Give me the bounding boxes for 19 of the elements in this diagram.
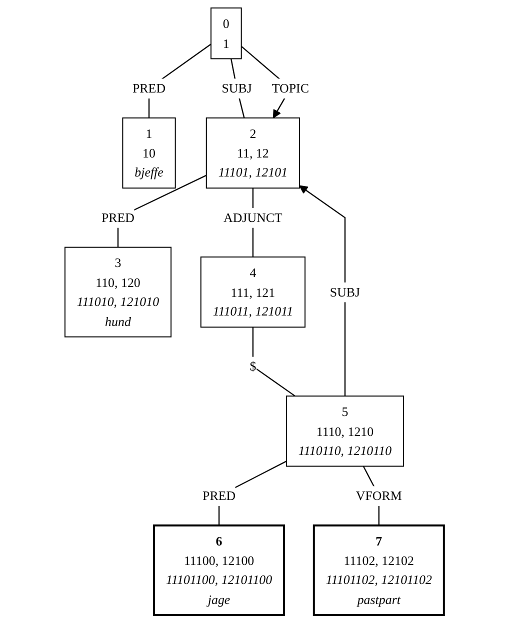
edge-label: SUBJ	[221, 80, 252, 96]
edge-label: PRED	[101, 210, 134, 225]
node-box: 5 1110, 1210 1110110, 1210110	[286, 396, 404, 467]
arrow	[298, 185, 346, 396]
node-box: 2 11, 12 11101, 12101	[205, 117, 300, 189]
node-box: 3 110, 120 111010, 121010 hund	[64, 246, 172, 338]
edge-label: PRED	[202, 488, 236, 504]
node-box: 6 11100, 12100 11101100, 12101100 jage	[152, 524, 285, 616]
node-box: 7 11102, 12102 11101102, 12101102 pastpart	[312, 524, 444, 616]
edge-label: PRED	[132, 80, 166, 96]
edge-label: $	[249, 358, 256, 374]
edge-label: ADJUNCT	[223, 210, 282, 225]
node-box: 0 1	[210, 7, 242, 60]
connector	[252, 327, 295, 397]
edge-label: TOPIC	[271, 80, 309, 96]
edge-label: SUBJ	[329, 284, 360, 300]
edge-label: VFORM	[355, 488, 402, 504]
node-box: 4 111, 121 111011, 121011	[200, 256, 306, 328]
node-box: 1 10 bjeffe	[122, 117, 176, 189]
